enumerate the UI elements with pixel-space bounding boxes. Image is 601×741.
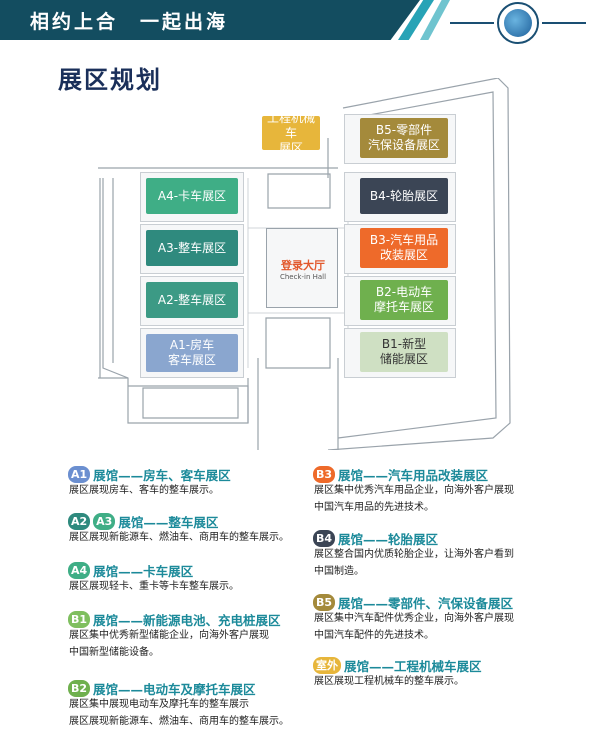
legend-badge: A3 bbox=[93, 513, 116, 530]
legend-badge: B1 bbox=[68, 611, 91, 628]
legend-title-text: 展馆——零部件、汽保设备展区 bbox=[338, 596, 514, 611]
checkin-hall-label: 登录大厅 bbox=[281, 259, 325, 272]
legend-description-line: 展区集中优秀汽车用品企业，向海外客户展现 bbox=[314, 485, 514, 496]
zone-b3[interactable]: B3-汽车用品 改装展区 bbox=[360, 228, 448, 268]
legend-description-line: 中国制造。 bbox=[314, 566, 364, 577]
legend-description-line: 展区展现工程机械车的整车展示。 bbox=[314, 676, 464, 687]
legend-title-text: 展馆——房车、客车展区 bbox=[93, 468, 231, 483]
legend-title-text: 展馆——工程机械车展区 bbox=[344, 659, 482, 674]
organization-logo bbox=[450, 2, 595, 44]
legend-title-text: 展馆——汽车用品改装展区 bbox=[338, 468, 489, 483]
legend-description-line: 展区展现轻卡、重卡等卡车整车展示。 bbox=[69, 581, 239, 592]
legend-description-line: 中国汽车配件的先进技术。 bbox=[314, 630, 434, 641]
exhibition-floor-map: A4-卡车展区 A3-整车展区 A2-整车展区 A1-房车 客车展区 工程机械车… bbox=[98, 78, 528, 450]
legend-badge: 室外 bbox=[313, 657, 341, 674]
page-title: 展区规划 bbox=[58, 66, 162, 94]
zone-b1[interactable]: B1-新型 储能展区 bbox=[360, 332, 448, 372]
legend-title-text: 展馆——卡车展区 bbox=[93, 564, 194, 579]
zone-b4[interactable]: B4-轮胎展区 bbox=[360, 178, 448, 214]
checkin-hall: 登录大厅 Check-in Hall bbox=[266, 228, 338, 308]
header-banner: 相约上合 一起出海 bbox=[0, 0, 601, 44]
banner-slogan: 相约上合 一起出海 bbox=[30, 11, 229, 33]
legend-badge: B5 bbox=[313, 594, 336, 611]
legend-description-line: 展区展现新能源车、燃油车、商用车的整车展示。 bbox=[69, 716, 289, 727]
legend-description-line: 中国汽车用品的先进技术。 bbox=[314, 502, 434, 513]
legend-description-line: 展区整合国内优质轮胎企业，让海外客户看到 bbox=[314, 549, 514, 560]
legend-card: 室外展馆——工程机械车展区展区展现工程机械车的整车展示。 bbox=[307, 651, 543, 693]
legend-description-line: 中国新型储能设备。 bbox=[69, 647, 159, 658]
logo-emblem-icon bbox=[497, 2, 539, 44]
legend-badge: A4 bbox=[68, 562, 91, 579]
legend-title-text: 展馆——电动车及摩托车展区 bbox=[93, 682, 256, 697]
legend-description-line: 展区展现房车、客车的整车展示。 bbox=[69, 485, 219, 496]
zone-outdoor[interactable]: 工程机械车 展区 bbox=[262, 111, 320, 155]
logo-line-left bbox=[450, 22, 494, 24]
zone-a4[interactable]: A4-卡车展区 bbox=[146, 178, 238, 214]
zone-a3[interactable]: A3-整车展区 bbox=[146, 230, 238, 266]
legend-description-line: 展区集中展现电动车及摩托车的整车展示 bbox=[69, 699, 249, 710]
banner-background bbox=[0, 0, 420, 40]
legend-badge: A2 bbox=[68, 513, 91, 530]
legend-title-text: 展馆——整车展区 bbox=[118, 515, 219, 530]
legend-badge: A1 bbox=[68, 466, 91, 483]
zone-b2[interactable]: B2-电动车 摩托车展区 bbox=[360, 280, 448, 320]
legend-description-line: 展区集中汽车配件优秀企业，向海外客户展现 bbox=[314, 613, 514, 624]
legend-title-text: 展馆——新能源电池、充电桩展区 bbox=[93, 613, 281, 628]
checkin-hall-english-label: Check-in Hall bbox=[279, 273, 327, 281]
logo-line-right bbox=[542, 22, 586, 24]
zone-a2[interactable]: A2-整车展区 bbox=[146, 282, 238, 318]
zone-a1[interactable]: A1-房车 客车展区 bbox=[146, 334, 238, 372]
zone-b5[interactable]: B5-零部件 汽保设备展区 bbox=[360, 118, 448, 158]
legend-badge: B2 bbox=[68, 680, 91, 697]
legend-description-line: 展区展现新能源车、燃油车、商用车的整车展示。 bbox=[69, 532, 289, 543]
legend-card-title: 室外展馆——工程机械车展区 bbox=[313, 656, 482, 675]
legend-title-text: 展馆——轮胎展区 bbox=[338, 532, 439, 547]
legend-badge: B4 bbox=[313, 530, 336, 547]
legend-badge: B3 bbox=[313, 466, 336, 483]
legend-description-line: 展区集中优秀新型储能企业，向海外客户展现 bbox=[69, 630, 269, 641]
